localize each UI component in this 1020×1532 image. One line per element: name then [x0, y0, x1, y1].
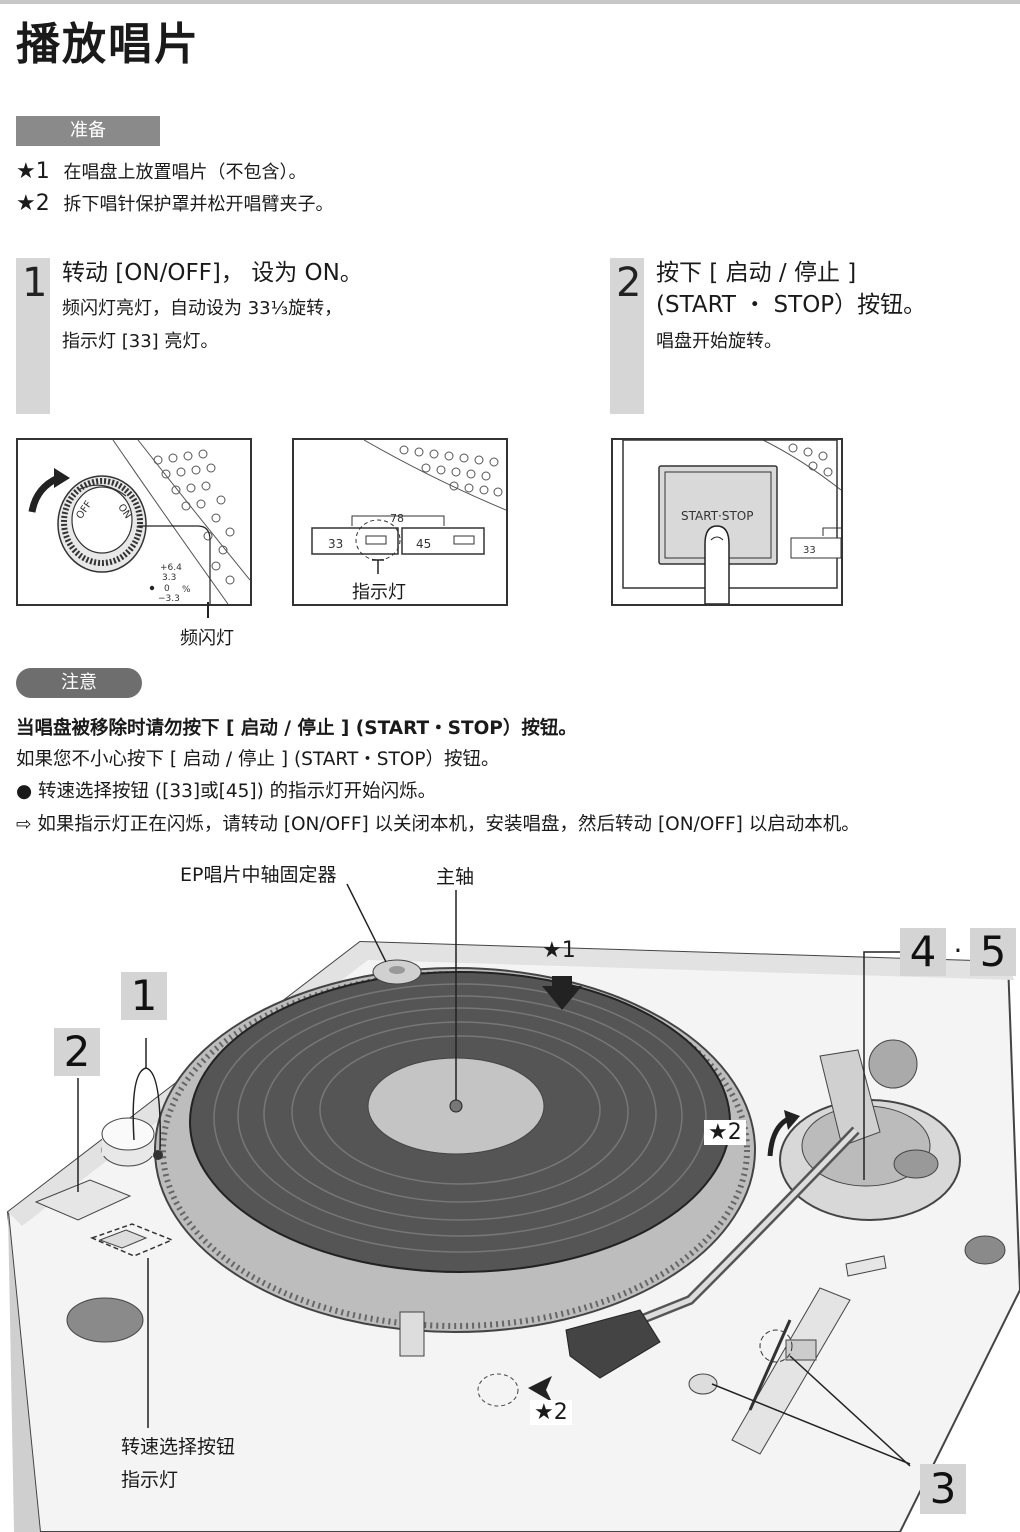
callout-4: 4: [900, 928, 946, 976]
speed-buttons-illustration: 78 33 45: [311, 440, 506, 574]
speed-buttons-label: 转速选择按钮: [121, 1436, 236, 1458]
leader-line: [207, 602, 209, 618]
turntable-illustration: [6, 883, 1020, 1532]
pitch-value: 0: [164, 584, 170, 594]
indicator-caption: 指示灯: [352, 582, 406, 603]
star-2-cover-marker: ★2: [530, 1400, 572, 1425]
percent-label: %: [182, 585, 191, 595]
preparation-item-1: ★1 在唱盘上放置唱片（不包含）。: [16, 158, 306, 184]
top-rule: [0, 0, 1020, 4]
speed-33-label: 33: [328, 537, 343, 551]
pitch-value: +6.4: [160, 563, 182, 573]
speed-78-label: 78: [390, 512, 404, 525]
preparation-text: 拆下唱针保护罩并松开唱臂夹子。: [63, 194, 334, 215]
spindle-label: 主轴: [436, 866, 475, 888]
caution-line: 如果您不小心按下 [ 启动 / 停止 ] (START・STOP）按钮。: [16, 749, 500, 770]
figure-onoff-knob: OFF ON +6.4 3.3 0 −3.3 %: [16, 438, 252, 606]
step-2-title-line1: 按下 [ 启动 / 停止 ]: [656, 260, 857, 286]
caution-tag: 注意: [16, 668, 142, 698]
star-marker: ★1: [16, 159, 50, 184]
callout-5: 5: [970, 928, 1016, 976]
indicator-label: 指示灯: [121, 1469, 179, 1491]
step-2-desc-line1: 唱盘开始旋转。: [656, 331, 782, 352]
step-1-bar: [16, 258, 50, 414]
step-1-desc-line1: 频闪灯亮灯，自动设为 33⅓旋转，: [62, 298, 343, 319]
start-stop-label: START·STOP: [681, 509, 753, 523]
start-stop-illustration: START·STOP 33: [622, 440, 841, 604]
star-marker: ★2: [16, 191, 50, 216]
callout-separator: ·: [953, 934, 963, 967]
speed-45-label: 45: [416, 537, 431, 551]
step-2-title-line2: (START ・ STOP）按钮。: [656, 292, 927, 318]
preparation-item-2: ★2 拆下唱针保护罩并松开唱臂夹子。: [16, 190, 333, 216]
caution-headline: 当唱盘被移除时请勿按下 [ 启动 / 停止 ] (START・STOP）按钮。: [16, 718, 577, 739]
step-1-title: 转动 [ON/OFF]， 设为 ON。: [62, 260, 363, 286]
page-title: 播放唱片: [16, 19, 200, 70]
callout-1: 1: [121, 972, 167, 1020]
caution-arrow-line: ⇨ 如果指示灯正在闪烁，请转动 [ON/OFF] 以关闭本机，安装唱盘，然后转动…: [16, 814, 860, 835]
star-1-marker: ★1: [542, 938, 576, 963]
speed-33-label: 33: [803, 545, 816, 556]
onoff-knob-illustration: OFF ON +6.4 3.3 0 −3.3 %: [28, 440, 250, 604]
preparation-tag: 准备: [16, 116, 160, 146]
ep-adapter-label: EP唱片中轴固定器: [180, 864, 337, 886]
callout-2: 2: [54, 1028, 100, 1076]
pitch-value: 3.3: [162, 573, 176, 583]
step-2-number: 2: [616, 260, 642, 306]
figure-start-stop: START·STOP 33: [611, 438, 843, 606]
step-1-number: 1: [22, 260, 48, 306]
strobe-caption: 频闪灯: [180, 628, 234, 649]
figure-speed-buttons: 78 33 45: [292, 438, 508, 606]
callout-3: 3: [920, 1464, 966, 1514]
star-2-arm-marker: ★2: [704, 1120, 746, 1145]
pitch-value: −3.3: [158, 594, 180, 604]
caution-bullet: ● 转速选择按钮 ([33]或[45]) 的指示灯开始闪烁。: [16, 781, 437, 802]
preparation-text: 在唱盘上放置唱片（不包含）。: [63, 162, 307, 183]
step-1-desc-line2: 指示灯 [33] 亮灯。: [62, 331, 219, 352]
callout-4-5: 4 · 5: [900, 928, 1016, 976]
step-2-bar: [610, 258, 644, 414]
